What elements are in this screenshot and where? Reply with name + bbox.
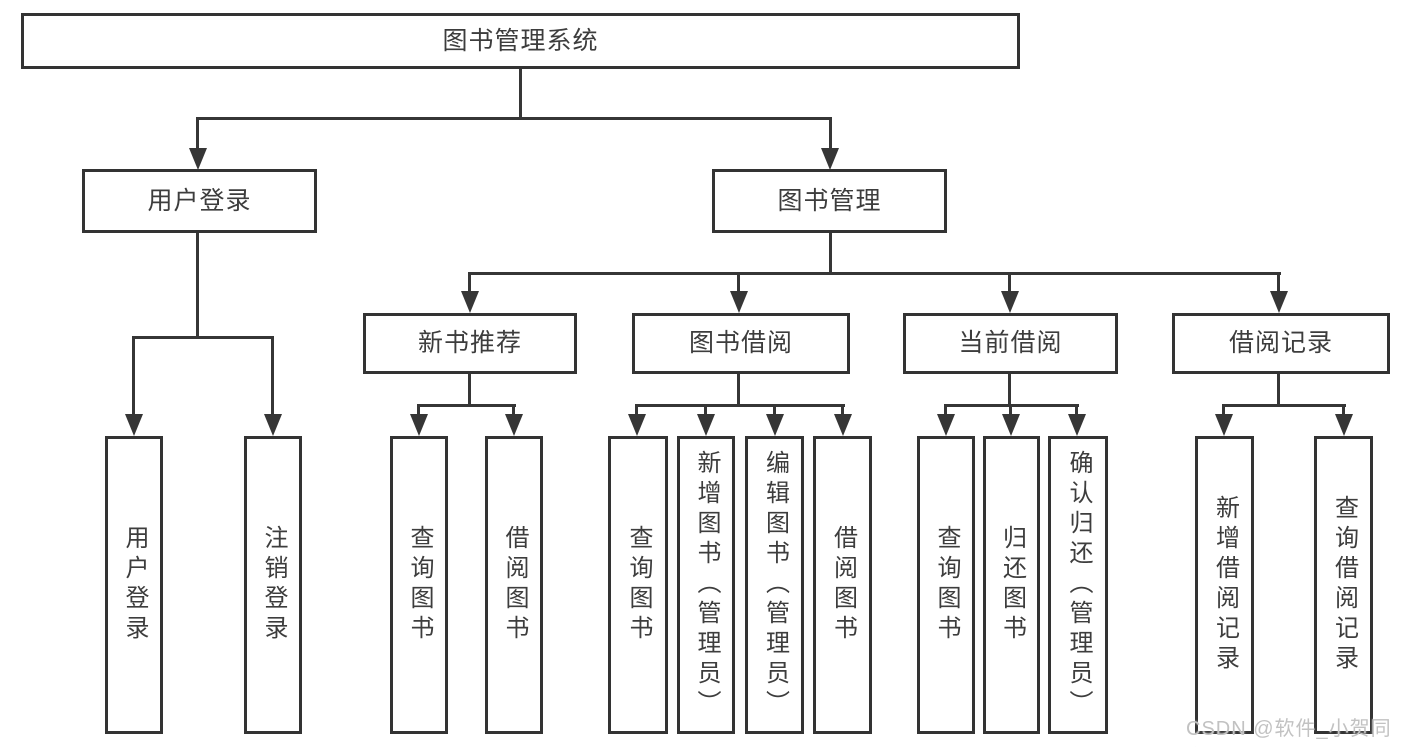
leaf-label: 归还图书 bbox=[998, 525, 1026, 645]
node-book-management: 图书管理 bbox=[712, 169, 947, 233]
node-label: 当前借阅 bbox=[958, 329, 1063, 357]
leaf-user-login: 用户登录 bbox=[105, 436, 163, 734]
arrow-down-icon bbox=[461, 291, 479, 313]
leaf-label: 确认归还（管理员） bbox=[1065, 450, 1092, 720]
connector-line bbox=[132, 336, 135, 416]
connector-line bbox=[1008, 374, 1011, 407]
connector-line bbox=[737, 272, 740, 294]
node-book-management-system: 图书管理系统 bbox=[21, 13, 1020, 69]
arrow-down-icon bbox=[264, 414, 282, 436]
arrow-down-icon bbox=[937, 414, 955, 436]
arrow-down-icon bbox=[1001, 291, 1019, 313]
connector-line bbox=[417, 404, 420, 416]
node-borrowing-records: 借阅记录 bbox=[1172, 313, 1390, 374]
arrow-down-icon bbox=[1002, 414, 1020, 436]
node-new-book-recommend: 新书推荐 bbox=[363, 313, 577, 374]
leaf-label: 借阅图书 bbox=[829, 525, 857, 645]
node-label: 用户登录 bbox=[147, 186, 252, 215]
connector-line bbox=[1342, 404, 1345, 416]
connector-line bbox=[512, 404, 515, 416]
leaf-borrow-books-borrowing: 借阅图书 bbox=[813, 436, 872, 734]
leaf-return-book: 归还图书 bbox=[983, 436, 1040, 734]
leaf-label: 查询借阅记录 bbox=[1330, 495, 1358, 675]
arrow-down-icon bbox=[730, 291, 748, 313]
connector-line bbox=[829, 233, 832, 275]
leaf-label: 用户登录 bbox=[121, 525, 148, 645]
arrow-down-icon bbox=[766, 414, 784, 436]
leaf-label: 查询图书 bbox=[625, 525, 652, 645]
connector-line bbox=[1277, 374, 1280, 407]
leaf-label: 新增借阅记录 bbox=[1211, 495, 1239, 675]
node-label: 图书借阅 bbox=[688, 329, 793, 357]
leaf-query-books-recommend: 查询图书 bbox=[390, 436, 448, 734]
node-label: 图书管理 bbox=[777, 186, 882, 215]
arrow-down-icon bbox=[410, 414, 428, 436]
connector-line bbox=[704, 404, 707, 416]
leaf-label: 查询图书 bbox=[933, 525, 960, 645]
connector-line bbox=[1277, 272, 1280, 294]
leaf-label: 编辑图书（管理员） bbox=[761, 450, 789, 720]
connector-line bbox=[829, 117, 832, 151]
node-label: 新书推荐 bbox=[417, 329, 522, 357]
node-label: 图书管理系统 bbox=[442, 26, 599, 55]
node-current-borrowing: 当前借阅 bbox=[903, 313, 1118, 374]
leaf-confirm-return-admin: 确认归还（管理员） bbox=[1048, 436, 1108, 734]
arrow-down-icon bbox=[1068, 414, 1086, 436]
leaf-logout: 注销登录 bbox=[244, 436, 302, 734]
connector-line bbox=[271, 336, 274, 416]
leaf-label: 查询图书 bbox=[406, 525, 433, 645]
connector-line bbox=[635, 404, 845, 407]
leaf-label: 注销登录 bbox=[260, 525, 287, 645]
leaf-edit-book-admin: 编辑图书（管理员） bbox=[745, 436, 804, 734]
connector-line bbox=[841, 404, 844, 416]
leaf-label: 借阅图书 bbox=[501, 525, 528, 645]
arrow-down-icon bbox=[834, 414, 852, 436]
connector-line bbox=[1222, 404, 1346, 407]
connector-line bbox=[1009, 404, 1012, 416]
connector-line bbox=[635, 404, 638, 416]
connector-line bbox=[737, 374, 740, 407]
arrow-down-icon bbox=[1270, 291, 1288, 313]
arrow-down-icon bbox=[628, 414, 646, 436]
node-book-borrowing: 图书借阅 bbox=[632, 313, 850, 374]
arrow-down-icon bbox=[697, 414, 715, 436]
arrow-down-icon bbox=[189, 148, 207, 170]
arrow-down-icon bbox=[125, 414, 143, 436]
leaf-label: 新增图书（管理员） bbox=[693, 450, 720, 720]
connector-line bbox=[196, 233, 199, 338]
connector-line bbox=[196, 117, 832, 120]
connector-line bbox=[1222, 404, 1225, 416]
arrow-down-icon bbox=[821, 148, 839, 170]
connector-line bbox=[944, 404, 947, 416]
leaf-query-borrow-record: 查询借阅记录 bbox=[1314, 436, 1373, 734]
connector-line bbox=[196, 117, 199, 151]
connector-line bbox=[468, 272, 471, 294]
connector-line bbox=[417, 404, 516, 407]
connector-line bbox=[1008, 272, 1011, 294]
leaf-add-book-admin: 新增图书（管理员） bbox=[677, 436, 735, 734]
leaf-add-borrow-record: 新增借阅记录 bbox=[1195, 436, 1254, 734]
node-label: 借阅记录 bbox=[1228, 329, 1333, 357]
leaf-borrow-books-recommend: 借阅图书 bbox=[485, 436, 543, 734]
connector-line bbox=[132, 336, 274, 339]
node-user-login: 用户登录 bbox=[82, 169, 317, 233]
arrow-down-icon bbox=[1215, 414, 1233, 436]
connector-line bbox=[468, 272, 1281, 275]
leaf-query-books-current: 查询图书 bbox=[917, 436, 975, 734]
connector-line bbox=[468, 374, 471, 407]
connector-line bbox=[519, 69, 522, 120]
connector-line bbox=[1075, 404, 1078, 416]
arrow-down-icon bbox=[505, 414, 523, 436]
arrow-down-icon bbox=[1335, 414, 1353, 436]
leaf-query-books-borrowing: 查询图书 bbox=[608, 436, 668, 734]
csdn-watermark: CSDN @软件_小贺同学 bbox=[1186, 718, 1392, 740]
connector-line bbox=[773, 404, 776, 416]
